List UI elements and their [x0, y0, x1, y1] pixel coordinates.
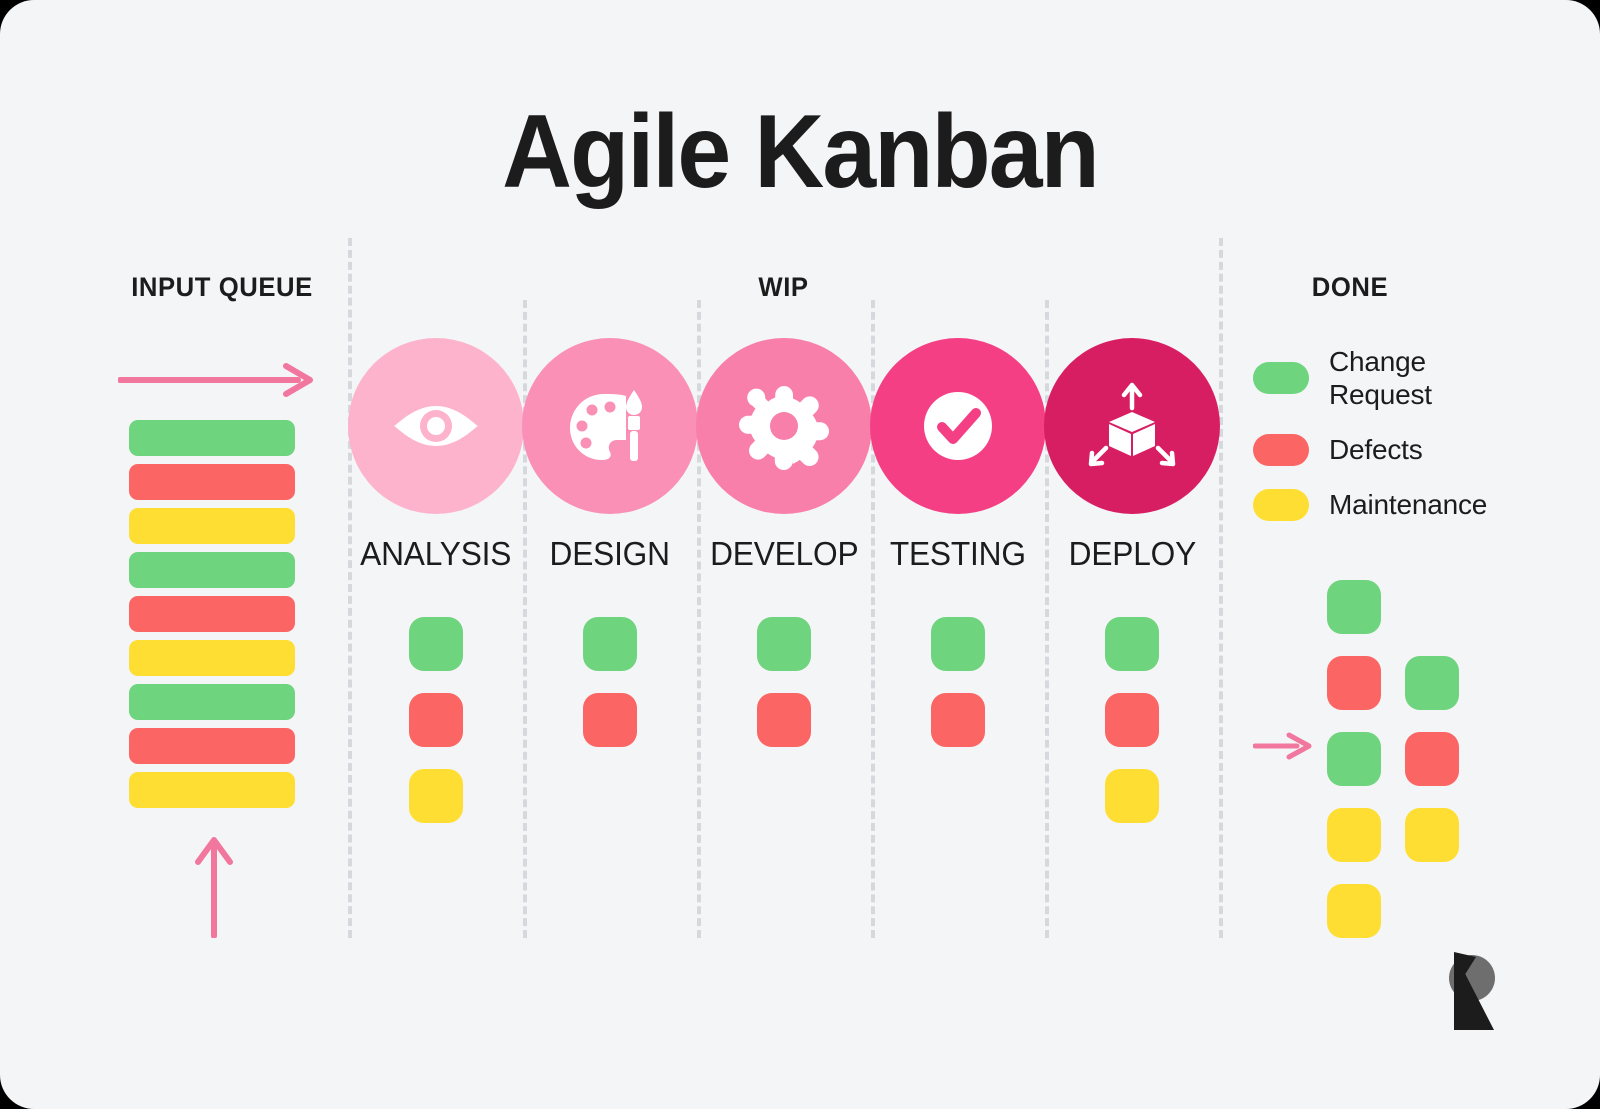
done-cell-empty	[1405, 580, 1459, 634]
eye-icon	[394, 406, 478, 446]
divider-design-develop	[697, 300, 701, 938]
stage-label: DESIGN	[549, 535, 671, 572]
queue-bar[interactable]	[129, 552, 295, 588]
stage-label: TESTING	[890, 535, 1026, 572]
stage-label: DEVELOP	[709, 535, 859, 572]
stage-label: ANALYSIS	[360, 535, 512, 572]
stage-develop[interactable]: DEVELOP	[696, 338, 872, 769]
palette-brush-icon	[570, 390, 642, 461]
stage-card[interactable]	[409, 617, 463, 671]
queue-bar[interactable]	[129, 728, 295, 764]
done-card[interactable]	[1327, 580, 1381, 634]
stage-testing[interactable]: TESTING	[870, 338, 1046, 769]
done-card[interactable]	[1327, 808, 1381, 862]
stage-cards	[931, 617, 985, 769]
stage-deploy[interactable]: DEPLOY	[1044, 338, 1220, 845]
done-card[interactable]	[1327, 656, 1381, 710]
divider-input-wip	[348, 238, 352, 938]
stage-design[interactable]: DESIGN	[522, 338, 698, 769]
stage-card[interactable]	[409, 693, 463, 747]
queue-bar[interactable]	[129, 464, 295, 500]
stage-analysis[interactable]: ANALYSIS	[348, 338, 524, 845]
page-title: Agile Kanban	[502, 94, 1100, 210]
done-column	[1405, 580, 1459, 960]
queue-bar[interactable]	[129, 420, 295, 456]
arrow-right-icon	[1253, 732, 1312, 760]
done-card[interactable]	[1327, 732, 1381, 786]
stage-card[interactable]	[931, 617, 985, 671]
queue-bar[interactable]	[129, 596, 295, 632]
divider-testing-deploy	[1045, 300, 1049, 938]
divider-wip-done	[1219, 238, 1223, 938]
stage-icon-circle	[348, 338, 524, 514]
legend-swatch	[1253, 488, 1309, 521]
section-header-input-queue: INPUT QUEUE	[131, 272, 313, 302]
legend-label: Defects	[1329, 434, 1423, 465]
section-header-wip: WIP	[758, 272, 809, 302]
queue-bar[interactable]	[129, 508, 295, 544]
stage-card[interactable]	[931, 693, 985, 747]
stage-cards	[757, 617, 811, 769]
done-column	[1327, 580, 1381, 960]
done-card[interactable]	[1405, 656, 1459, 710]
queue-bar[interactable]	[129, 684, 295, 720]
stage-cards	[409, 617, 463, 845]
stage-card[interactable]	[1105, 769, 1159, 823]
arrow-up-icon	[195, 837, 233, 938]
legend-swatch	[1253, 362, 1309, 394]
legend-item: Maintenance	[1253, 488, 1553, 521]
legend-swatch	[1253, 433, 1309, 466]
stage-icon-circle	[870, 338, 1046, 514]
input-queue-bars	[129, 420, 295, 816]
done-cards-grid	[1327, 580, 1459, 960]
legend-item: Defects	[1253, 433, 1553, 466]
stage-card[interactable]	[757, 617, 811, 671]
done-card[interactable]	[1405, 808, 1459, 862]
gear-icon	[739, 386, 830, 470]
legend-label: Maintenance	[1329, 489, 1488, 520]
done-card[interactable]	[1405, 732, 1459, 786]
stage-card[interactable]	[1105, 693, 1159, 747]
stage-card[interactable]	[1105, 617, 1159, 671]
stage-icon-circle	[1044, 338, 1220, 514]
cube-deploy-icon	[1088, 382, 1176, 467]
stage-cards	[583, 617, 637, 769]
stage-card[interactable]	[583, 693, 637, 747]
stage-icon-circle	[696, 338, 872, 514]
stage-card[interactable]	[583, 617, 637, 671]
divider-develop-testing	[871, 300, 875, 938]
stage-card[interactable]	[409, 769, 463, 823]
stage-card[interactable]	[757, 693, 811, 747]
stage-cards	[1105, 617, 1159, 845]
arrow-right-icon	[118, 363, 313, 397]
stage-icon-circle	[522, 338, 698, 514]
brand-logo-r	[1449, 952, 1495, 1030]
stage-label: DEPLOY	[1068, 535, 1196, 572]
section-header-done: DONE	[1311, 272, 1389, 302]
done-card[interactable]	[1327, 884, 1381, 938]
queue-bar[interactable]	[129, 772, 295, 808]
check-circle-icon	[924, 392, 992, 460]
divider-analysis-design	[523, 300, 527, 938]
queue-bar[interactable]	[129, 640, 295, 676]
